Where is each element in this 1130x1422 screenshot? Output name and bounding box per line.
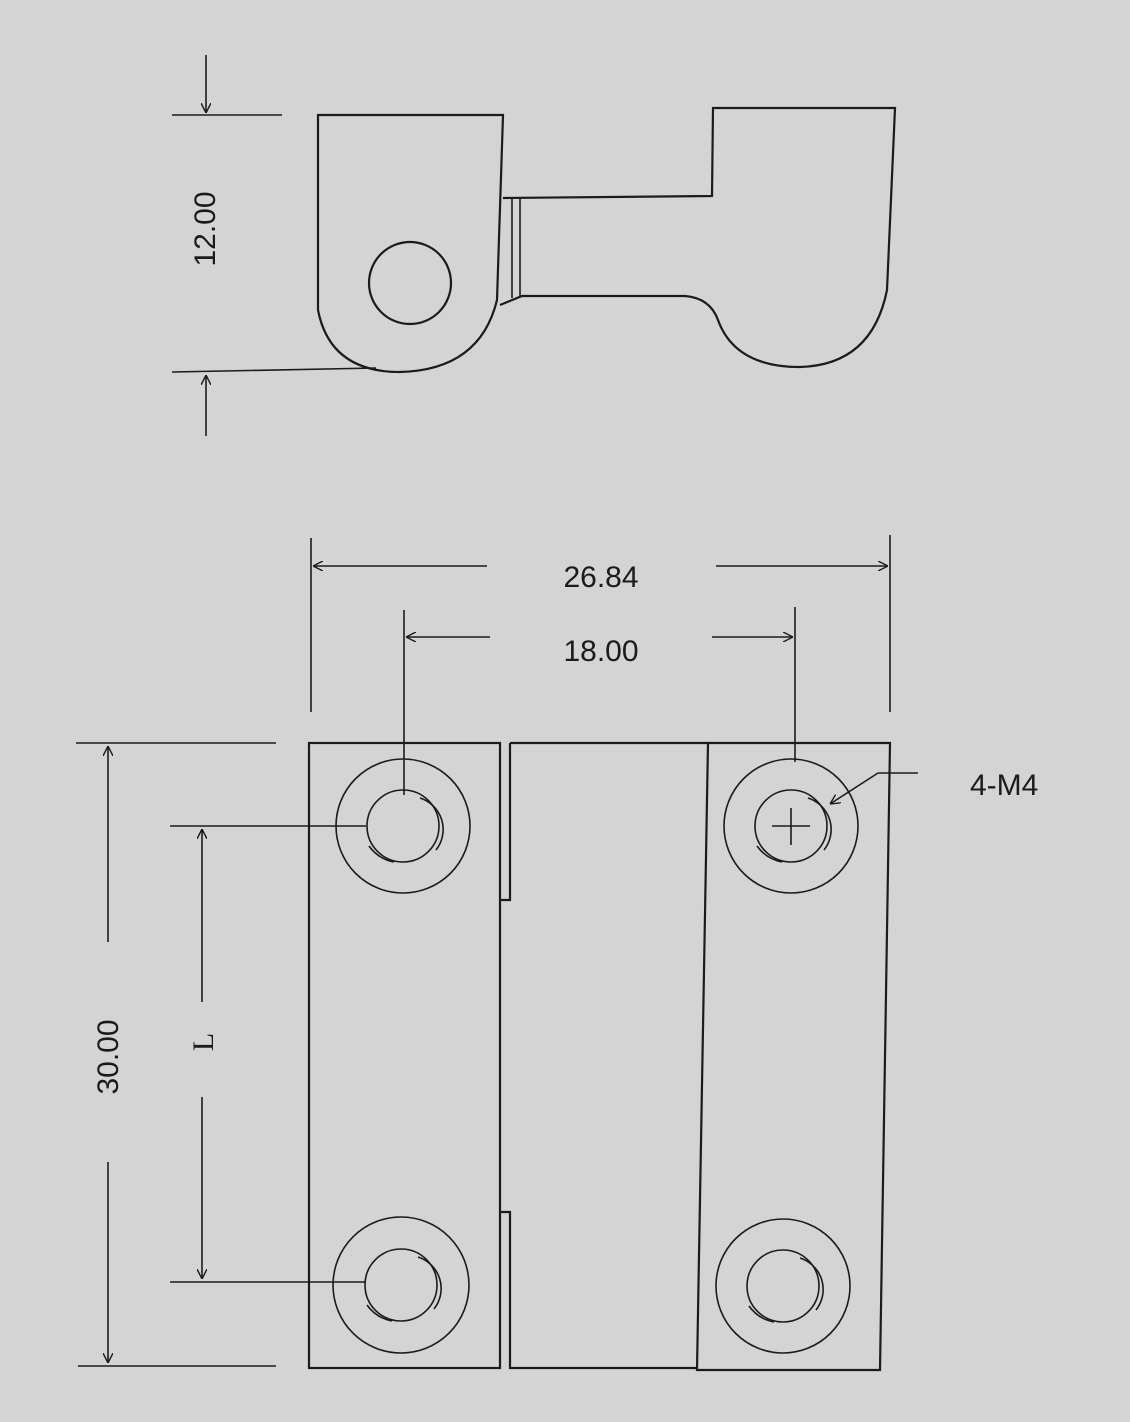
hole-bottom-right <box>715 1218 851 1354</box>
crosshair-icon <box>772 808 810 845</box>
pin-hole <box>367 240 453 326</box>
leaf-joint <box>503 197 521 298</box>
ext-line-bottom <box>171 367 377 373</box>
pitch-dimension-label: L <box>187 1033 220 1051</box>
hole-top-right <box>723 758 859 894</box>
length-dimension-label: 30.00 <box>92 1019 125 1094</box>
spacing-dimension-label: 18.00 <box>563 635 638 668</box>
left-knuckle-outline <box>316 113 505 374</box>
screw-callout-label: 4-M4 <box>970 769 1038 802</box>
center-knuckle <box>500 741 708 1370</box>
callout-arrow <box>830 772 879 804</box>
leaf-outline <box>499 106 897 369</box>
hole-bottom-left <box>332 1216 470 1354</box>
left-plate <box>307 741 502 1370</box>
right-plate <box>695 741 892 1372</box>
height-dimension-label: 12.00 <box>189 191 222 266</box>
width-dimension-label: 26.84 <box>563 561 638 594</box>
side-view: 12.00 <box>171 55 897 436</box>
plan-view: 26.84 18.00 <box>76 535 1038 1372</box>
